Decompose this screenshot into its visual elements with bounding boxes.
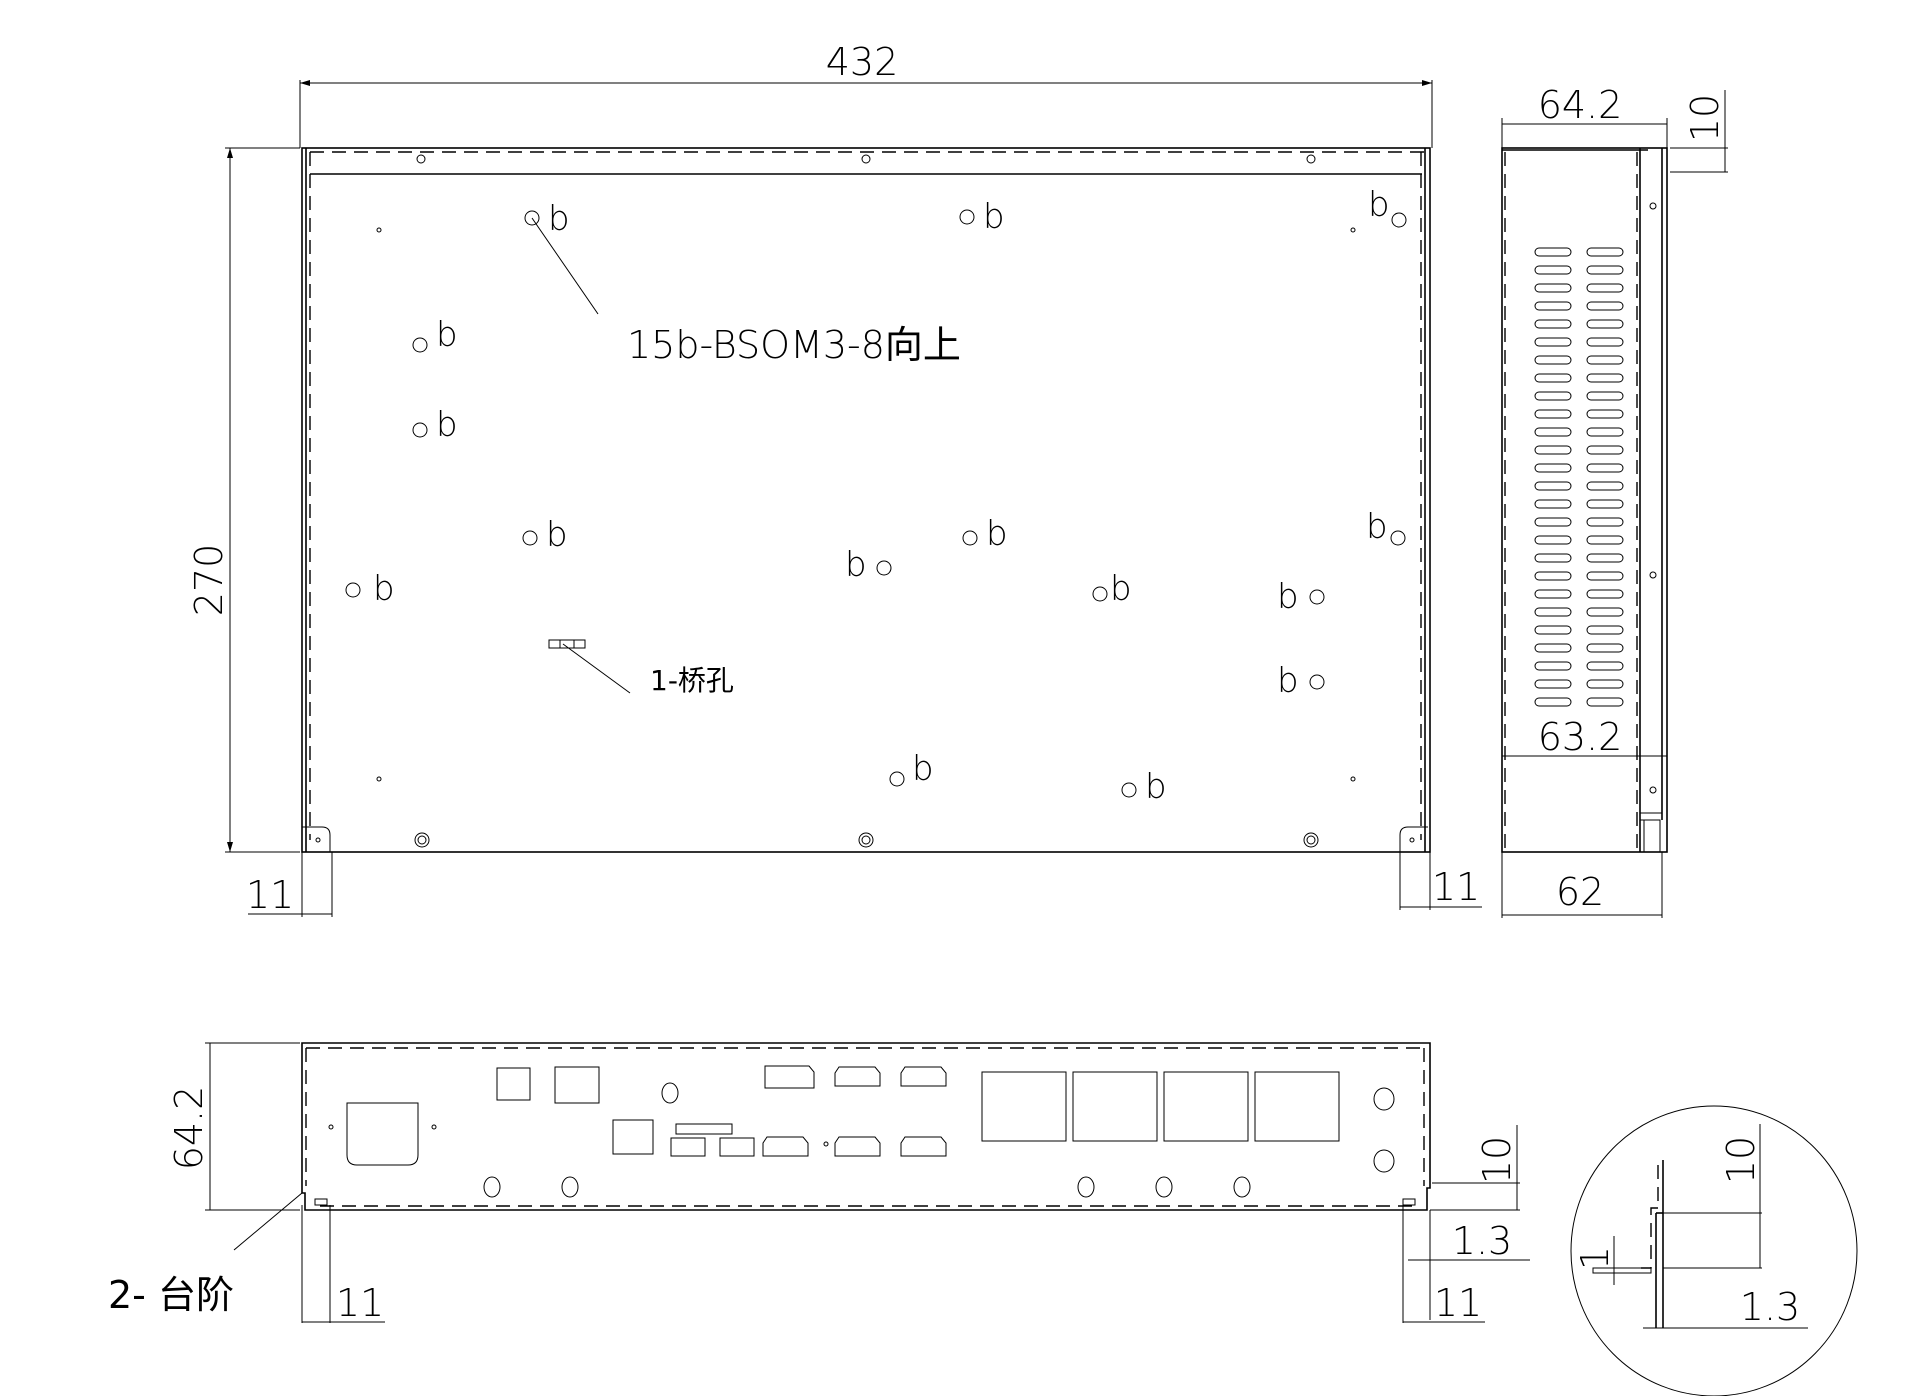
dim-detail-10: 10 [1719,1136,1763,1184]
dim-front-right-tab-11: 11 [1434,1281,1482,1325]
dim-height-270: 270 [187,544,231,617]
dim-front-flange-10: 10 [1475,1136,1519,1184]
svg-text:b: b [548,199,570,239]
vent-slots [1534,247,1624,707]
callout-bridge-hole: 1-桥孔 [650,664,734,697]
dim-front-64-2: 64.2 [167,1086,211,1171]
svg-text:b: b [436,315,458,355]
dim-detail-1-3: 1.3 [1740,1285,1800,1329]
callout-step: 2- 台阶 [108,1273,234,1317]
pem-stud-markers: b b b b b b b b b b b b b b b [345,185,1407,807]
detail-view: 10 1 1.3 [1570,1105,1858,1396]
dim-right-tab-11: 11 [1432,865,1480,909]
svg-text:b: b [912,749,934,789]
dim-side-flange-10: 10 [1683,94,1727,142]
svg-text:b: b [1277,661,1299,701]
dim-front-left-tab-11: 11 [336,1281,384,1325]
side-view: 64.2 10 [1501,83,1728,918]
svg-text:b: b [845,545,867,585]
svg-text:b: b [1368,185,1390,225]
dim-side-63-2: 63.2 [1538,715,1623,759]
svg-text:b: b [1110,569,1132,609]
front-view: 64.2 [108,1042,1530,1325]
svg-text:b: b [1366,507,1388,547]
top-view: 432 270 11 [187,40,1482,917]
dim-side-64-2: 64.2 [1538,83,1623,127]
callout-pem-studs: 15b-BSOM3-8向上 [627,323,961,367]
svg-text:b: b [373,569,395,609]
dim-detail-1: 1 [1573,1246,1617,1270]
svg-text:b: b [546,515,568,555]
svg-text:b: b [983,197,1005,237]
svg-text:b: b [1145,767,1167,807]
svg-text:b: b [436,405,458,445]
dim-front-step-1-3: 1.3 [1452,1219,1512,1263]
svg-text:b: b [986,514,1008,554]
dim-left-tab-11: 11 [246,873,294,917]
dim-side-62: 62 [1556,870,1604,914]
dim-width-432: 432 [826,40,899,84]
svg-text:b: b [1277,577,1299,617]
